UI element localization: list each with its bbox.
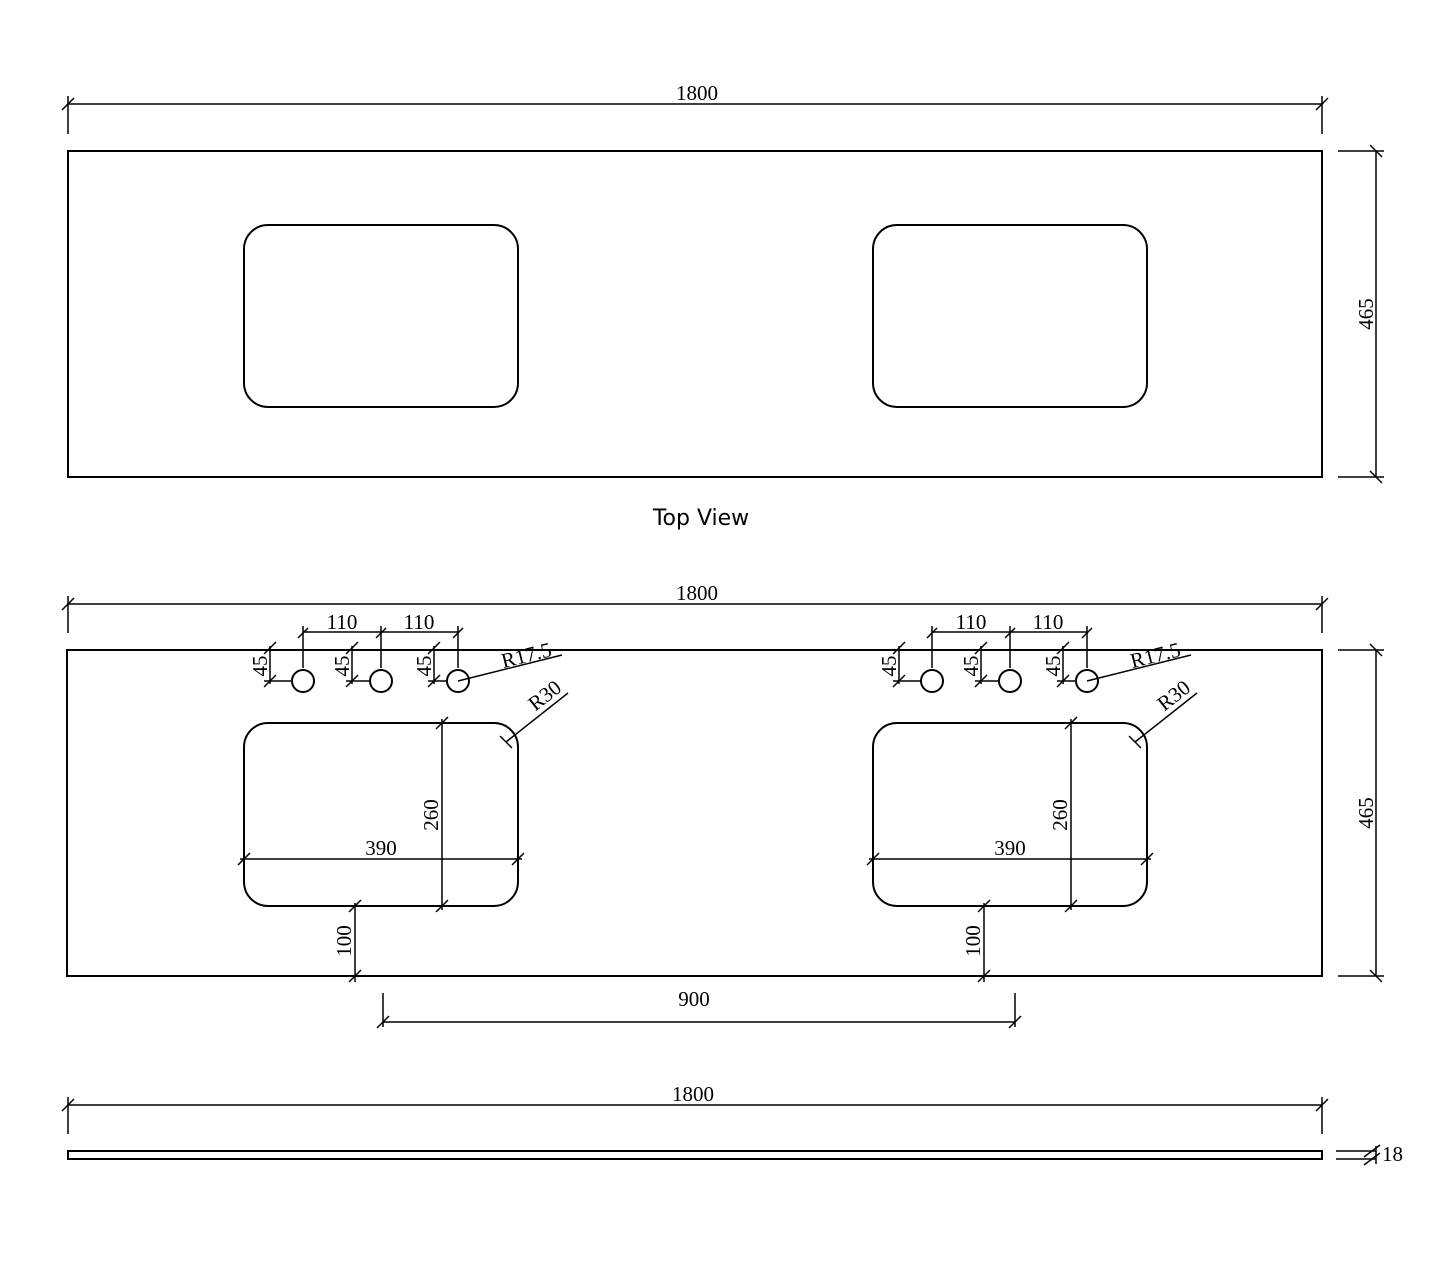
plan-view-depth-dimension: 465 <box>1338 643 1384 983</box>
top-view-caption: Top View <box>652 506 749 531</box>
right-basin-depth: 260 <box>1048 799 1072 831</box>
right-basin-group: 110 110 45 45 45 R17.5 R <box>866 610 1198 983</box>
right-tap-hole-2 <box>998 669 1022 693</box>
left-front-offset: 100 <box>332 925 356 957</box>
right-basin <box>872 722 1148 907</box>
top-view: 1800 465 Top View <box>61 81 1384 531</box>
right-tap-spacing-1: 110 <box>956 610 987 634</box>
right-hole-radius: R17.5 <box>1128 637 1183 673</box>
left-basin-depth: 260 <box>419 799 443 831</box>
countertop-edge-profile <box>67 1150 1323 1160</box>
right-corner-radius: R30 <box>1153 675 1195 715</box>
right-basin-width: 390 <box>994 836 1026 860</box>
left-tap-spacing-2: 110 <box>404 610 435 634</box>
left-tap-hole-1 <box>291 669 315 693</box>
right-front-offset: 100 <box>961 925 985 957</box>
top-view-width-dimension: 1800 <box>61 81 1329 134</box>
left-hole-setback-2: 45 <box>330 656 354 677</box>
basin-centers-dimension: 900 <box>376 987 1022 1029</box>
plan-view-width-dimension: 1800 <box>61 581 1329 633</box>
left-basin-width: 390 <box>365 836 397 860</box>
plan-view-width-label: 1800 <box>676 581 718 605</box>
side-view: 1800 18 <box>61 1082 1403 1166</box>
left-hole-radius: R17.5 <box>499 637 554 673</box>
left-corner-radius: R30 <box>524 675 566 715</box>
basin-centers-label: 900 <box>678 987 710 1011</box>
plan-view: 1800 465 110 110 <box>61 581 1384 1029</box>
right-tap-hole-1 <box>920 669 944 693</box>
countertop-outline <box>67 150 1323 478</box>
left-hole-setback-3: 45 <box>412 656 436 677</box>
right-basin-cutout <box>872 224 1148 408</box>
right-hole-setback-1: 45 <box>877 656 901 677</box>
countertop-outline-dimensioned <box>66 649 1323 977</box>
left-tap-hole-2 <box>369 669 393 693</box>
right-hole-setback-3: 45 <box>1041 656 1065 677</box>
left-basin-cutout <box>243 224 519 408</box>
left-tap-spacing-1: 110 <box>327 610 358 634</box>
side-view-width-label: 1800 <box>672 1082 714 1106</box>
plan-view-depth-label: 465 <box>1354 797 1378 829</box>
top-view-depth-label: 465 <box>1354 298 1378 330</box>
side-view-thickness-label: 18 <box>1382 1142 1403 1166</box>
right-hole-setback-2: 45 <box>959 656 983 677</box>
top-view-depth-dimension: 465 <box>1338 144 1384 484</box>
top-view-width-label: 1800 <box>676 81 718 105</box>
left-hole-setback-1: 45 <box>248 656 272 677</box>
right-tap-spacing-2: 110 <box>1033 610 1064 634</box>
left-basin-group: 110 110 45 45 45 R17.5 <box>237 610 569 983</box>
left-basin <box>243 722 519 907</box>
